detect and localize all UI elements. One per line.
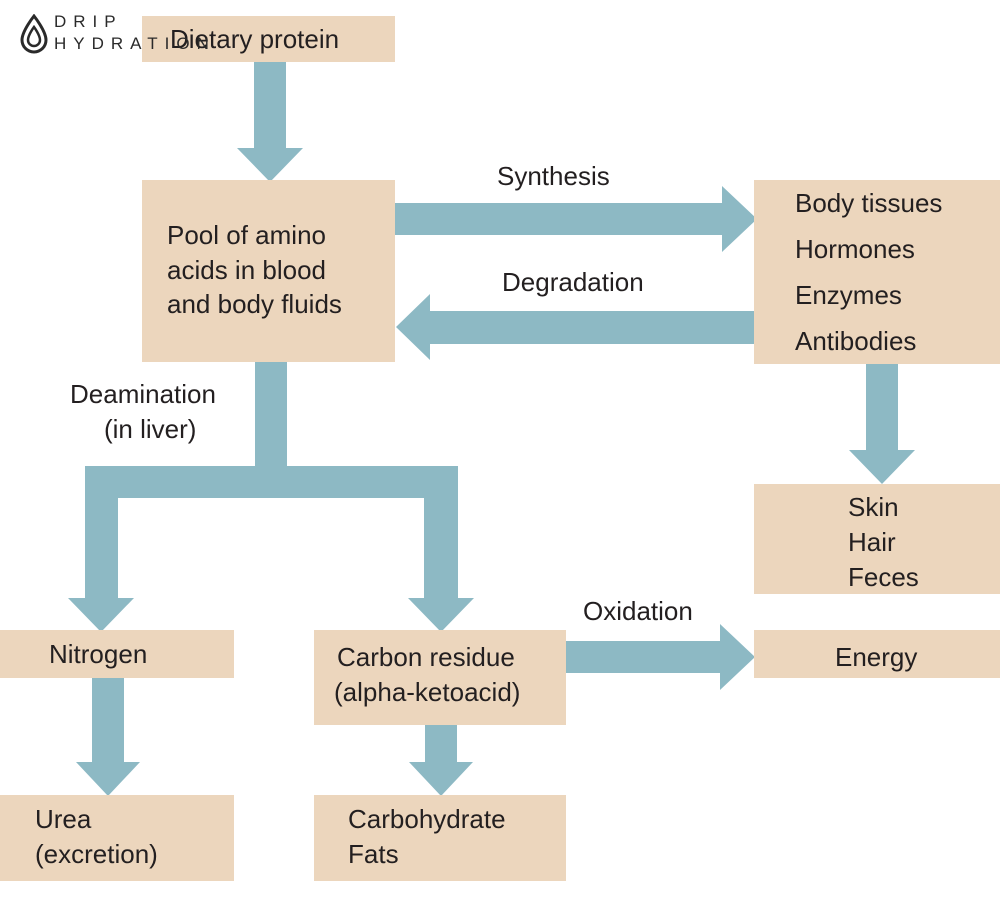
arrow-synthesis [395, 186, 757, 252]
arrow-dietary-to-pool [237, 62, 303, 182]
arrow-deamination-fork [68, 362, 474, 632]
logo-word-hydration: HYDRATION [54, 34, 216, 53]
losses-box [754, 484, 1000, 594]
hair-text: Hair [848, 527, 896, 557]
arrow-body-to-losses [849, 364, 915, 484]
energy-text: Energy [835, 642, 918, 672]
dietary-protein-box [142, 16, 395, 62]
pool-line-1: Pool of amino [167, 220, 326, 250]
arrow-degradation [396, 294, 755, 360]
energy-box [754, 630, 1000, 678]
oxidation-label: Oxidation [583, 596, 693, 626]
pool-line-2: acids in blood [167, 255, 326, 285]
dietary-protein-text: Dietary protein [170, 24, 340, 54]
carbohydrate-line-1: Carbohydrate [348, 804, 506, 834]
amino-acid-pool-box [142, 180, 395, 362]
logo-word-drip: DRIP [54, 12, 123, 31]
urea-line-2: (excretion) [35, 839, 158, 869]
urea-box [0, 795, 234, 881]
synthesis-label: Synthesis [497, 161, 610, 191]
urea-line-1: Urea [35, 804, 92, 834]
nitrogen-box [0, 630, 234, 678]
arrow-nitrogen-to-urea [76, 678, 140, 796]
body-tissues-text: Body tissues [795, 188, 943, 218]
carbon-residue-line-2: (alpha-ketoacid) [334, 677, 521, 707]
carbon-residue-line-1: Carbon residue [337, 642, 515, 672]
degradation-label: Degradation [502, 267, 644, 297]
arrow-oxidation [566, 624, 755, 690]
carbohydrate-box [314, 795, 566, 881]
skin-text: Skin [848, 492, 899, 522]
deamination-label-line-1: Deamination [70, 379, 216, 409]
arrow-carbon-to-carbohydrate [409, 725, 473, 796]
pool-line-3: and body fluids [167, 289, 342, 319]
feces-text: Feces [848, 562, 919, 592]
carbon-residue-box [314, 630, 566, 725]
drip-hydration-logo: DRIP HYDRATION [14, 12, 254, 58]
hormones-text: Hormones [795, 234, 915, 264]
water-drop-icon [20, 14, 48, 54]
nitrogen-text: Nitrogen [49, 639, 148, 669]
antibodies-text: Antibodies [795, 326, 917, 356]
deamination-label-line-2: (in liver) [104, 414, 197, 444]
fats-line-2: Fats [348, 839, 399, 869]
enzymes-text: Enzymes [795, 280, 902, 310]
body-products-box [754, 180, 1000, 364]
